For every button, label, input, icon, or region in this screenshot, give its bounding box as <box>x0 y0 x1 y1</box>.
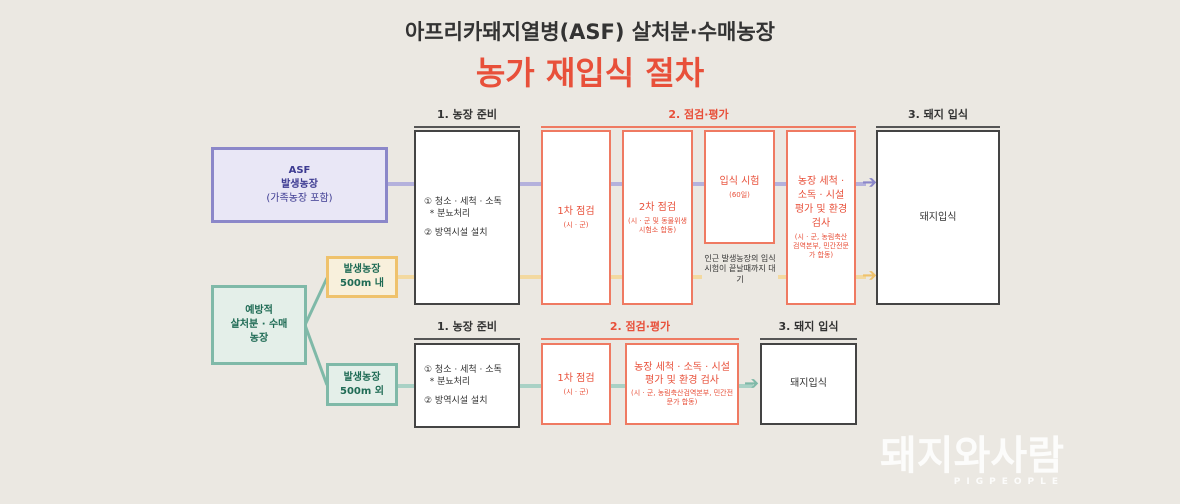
arrow-icon: ➔ <box>744 373 760 394</box>
prep-item: ② 방역시설 설치 <box>424 395 488 406</box>
watermark-text: 돼지와사람 <box>880 433 1064 479</box>
prep-item: ② 방역시설 설치 <box>424 227 488 238</box>
header-prep: 1. 농장 준비 <box>414 318 520 340</box>
prep-box: ① 청소 · 세척 · 소독 * 분뇨처리 ② 방역시설 설치 <box>414 343 520 428</box>
label: 농장 <box>249 333 269 344</box>
note: (시 · 군) <box>563 221 589 230</box>
label: 살처분 · 수매 <box>230 319 288 330</box>
note: (시 · 군, 농림축산검역본부, 민간전문가 합동) <box>793 233 849 259</box>
prep-item: ① 청소 · 세척 · 소독 <box>424 196 502 207</box>
restock-box: 돼지입식 <box>760 343 857 425</box>
prep-box: ① 청소 · 세척 · 소독 * 분뇨처리 ② 방역시설 설치 <box>414 130 520 305</box>
within-500m-box: 발생농장 500m 내 <box>326 256 398 298</box>
restock-box: 돼지입식 <box>876 130 1000 305</box>
note: (60일) <box>729 190 750 199</box>
second-inspection-box: 2차 점검 (시 · 군 및 동물위생시험소 합동) <box>622 130 693 305</box>
header-restock: 3. 돼지 입식 <box>876 106 1000 128</box>
label: (가족농장 포함) <box>266 193 333 204</box>
header-prep: 1. 농장 준비 <box>414 106 520 128</box>
label: 500m 외 <box>340 385 384 397</box>
label: 500m 내 <box>340 278 384 289</box>
note: (시 · 군) <box>563 387 589 396</box>
subtitle: 농가 재입식 절차 <box>475 54 705 92</box>
label: 발생농장 <box>281 179 318 190</box>
header-inspect: 2. 점검·평가 <box>541 106 856 128</box>
label: 돼지입식 <box>790 378 827 389</box>
final-inspection-box: 농장 세척 · 소독 · 시설 평가 및 환경 검사 (시 · 군, 농림축산검역… <box>625 343 739 425</box>
prep-item: * 분뇨처리 <box>429 377 471 388</box>
note: (시 · 군, 농림축산검역본부, 민간전문가 합동) <box>630 389 734 406</box>
prep-item: ① 청소 · 세척 · 소독 <box>424 364 502 375</box>
label: 예방적 <box>245 305 273 316</box>
label: 돼지입식 <box>919 211 957 223</box>
final-inspection-box: 농장 세척 · 소독 · 시설 평가 및 환경 검사 (시 · 군, 농림축산검역… <box>786 130 856 305</box>
prep-item: * 분뇨처리 <box>429 209 471 220</box>
label: 2차 점검 <box>638 201 677 213</box>
title: 아프리카돼지열병(ASF) 살처분·수매농장 <box>404 20 775 44</box>
first-inspection-box: 1차 점검 (시 · 군) <box>541 343 611 425</box>
outside-500m-box: 발생농장 500m 외 <box>326 363 398 406</box>
first-inspection-box: 1차 점검 (시 · 군) <box>541 130 611 305</box>
label: 농장 세척 · 소독 · 시설 평가 및 환경 검사 <box>634 362 730 387</box>
note: (시 · 군 및 동물위생시험소 합동) <box>628 216 687 234</box>
asf-farm-box: ASF 발생농장 (가족농장 포함) <box>211 147 388 223</box>
watermark-logo: 돼지와사람 PIGPEOPLE <box>880 436 1064 487</box>
label: 1차 점검 <box>557 372 595 384</box>
preventive-farm-box: 예방적 살처분 · 수매 농장 <box>211 285 307 365</box>
wait-note: 인근 발생농장의 입식 시험이 끝날때까지 대기 <box>702 254 778 286</box>
watermark-sub: PIGPEOPLE <box>953 477 1064 487</box>
label: 발생농장 <box>343 371 381 383</box>
label: ASF <box>288 165 311 176</box>
trial-restock-box: 입식 시험 (60일) <box>704 130 775 244</box>
header-restock: 3. 돼지 입식 <box>760 318 857 340</box>
arrow-icon: ➔ <box>862 172 878 193</box>
label: 농장 세척 · 소독 · 시설 평가 및 환경 검사 <box>794 176 848 230</box>
header-inspect: 2. 점검·평가 <box>541 318 739 340</box>
branch-lines <box>305 277 329 386</box>
label: 발생농장 <box>343 264 381 275</box>
label: 1차 점검 <box>557 206 595 218</box>
label: 입식 시험 <box>719 175 760 187</box>
arrow-icon: ➔ <box>862 265 878 286</box>
